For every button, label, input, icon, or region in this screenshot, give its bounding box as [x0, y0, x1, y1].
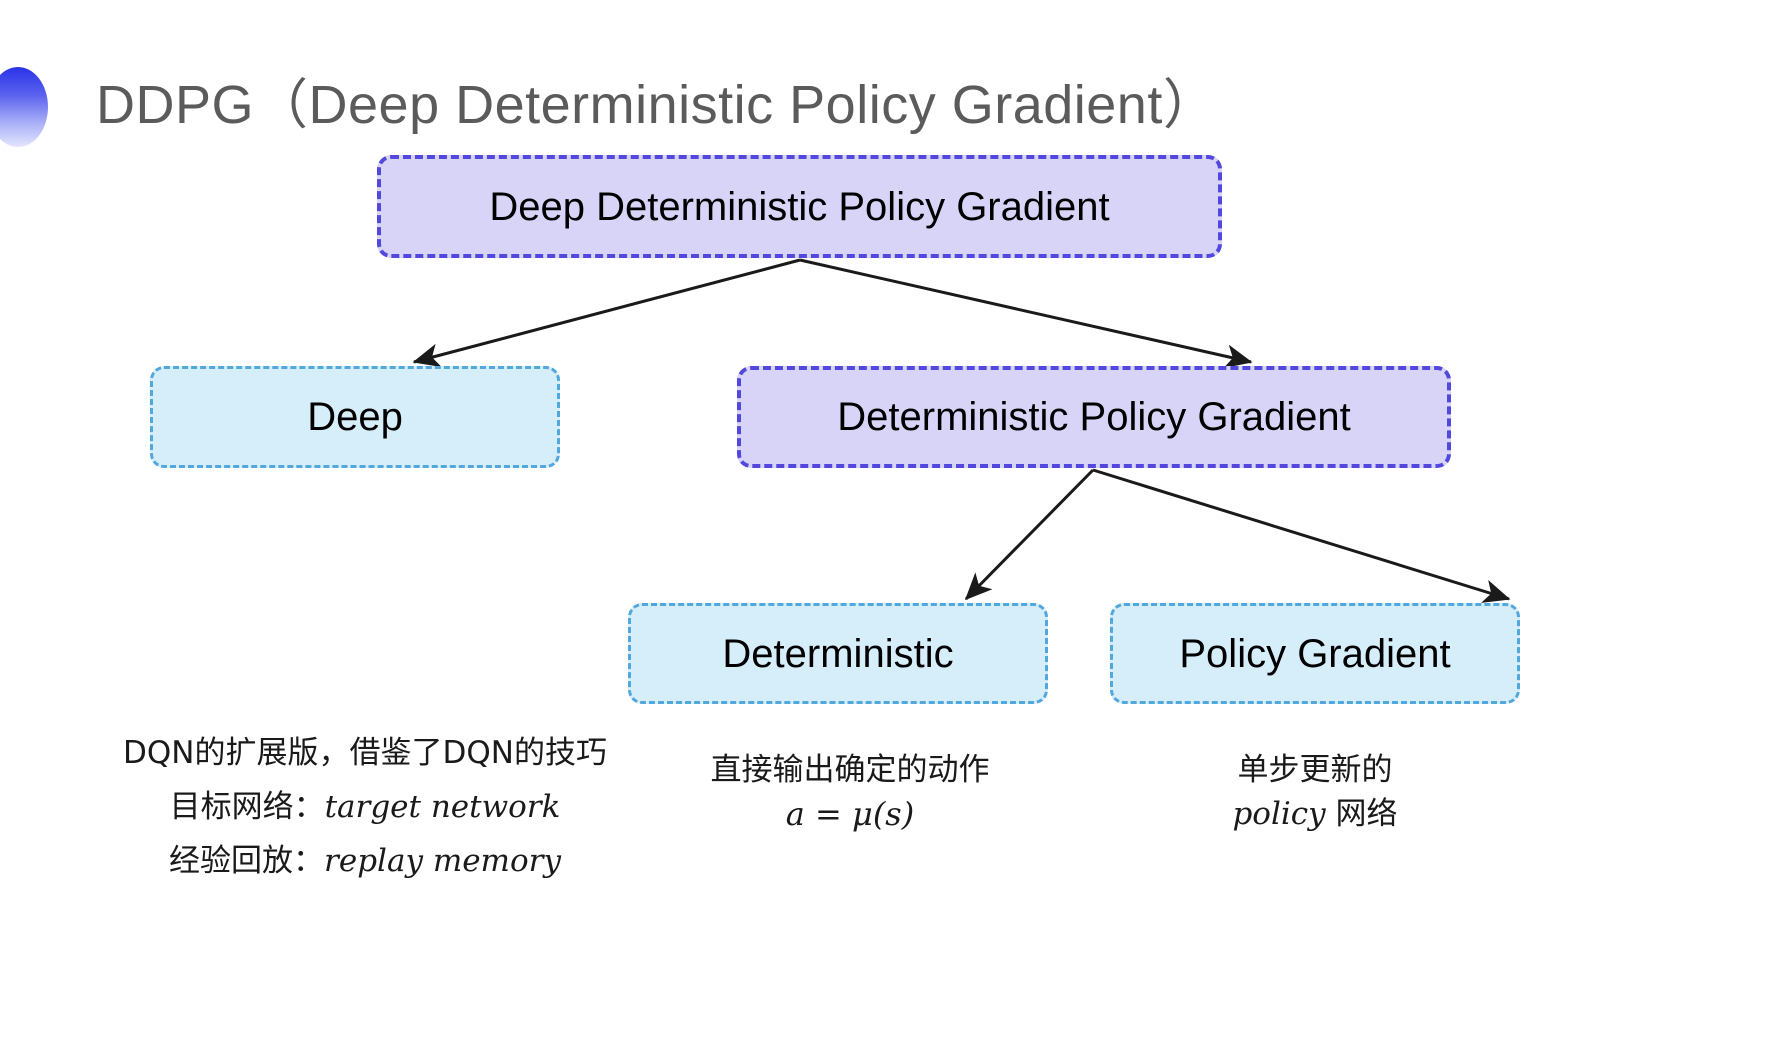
caption-policy-gradient-tail: 网络 — [1325, 796, 1398, 832]
node-deep-deterministic-policy-gradient[interactable]: Deep Deterministic Policy Gradient — [377, 155, 1222, 258]
caption-policy-gradient: 单步更新的 policy 网络 — [1170, 748, 1460, 836]
edge-root-to-deep — [412, 258, 801, 368]
edge-dpg-to-deterministic — [964, 468, 1095, 601]
node-deep[interactable]: Deep — [150, 366, 560, 468]
node-label: Deep Deterministic Policy Gradient — [489, 184, 1110, 229]
caption-deterministic-line1: 直接输出确定的动作 — [710, 752, 990, 788]
edge-dpg-to-policy-gradient — [1092, 468, 1511, 603]
circle-gradient-bullet-icon — [0, 67, 48, 147]
caption-deep-line3-label: 经验回放： — [169, 843, 325, 879]
node-label: Policy Gradient — [1179, 631, 1451, 676]
caption-policy-gradient-term: policy — [1232, 796, 1326, 832]
caption-deep-line2: 目标网络：target network — [100, 780, 630, 834]
node-deterministic[interactable]: Deterministic — [628, 603, 1048, 704]
caption-deep-line3: 经验回放：replay memory — [100, 834, 630, 888]
caption-deterministic: 直接输出确定的动作 a = μ(s) — [680, 748, 1020, 836]
caption-deep-line2-term: target network — [324, 789, 561, 825]
caption-deep: DQN的扩展版，借鉴了DQN的技巧 目标网络：target network 经验… — [100, 726, 630, 888]
page-title: DDPG（Deep Deterministic Policy Gradient） — [96, 75, 1218, 135]
node-label: Deterministic — [722, 631, 954, 676]
node-deterministic-policy-gradient[interactable]: Deterministic Policy Gradient — [737, 366, 1451, 468]
node-label: Deterministic Policy Gradient — [837, 395, 1351, 439]
edge-root-to-dpg — [799, 258, 1253, 369]
caption-policy-gradient-line1: 单步更新的 — [1237, 752, 1393, 788]
node-label: Deep — [307, 395, 403, 439]
caption-deterministic-formula: a = μ(s) — [785, 795, 915, 833]
caption-policy-gradient-line2: policy 网络 — [1170, 792, 1460, 836]
caption-deep-line1: DQN的扩展版，借鉴了DQN的技巧 — [123, 735, 607, 771]
node-policy-gradient[interactable]: Policy Gradient — [1110, 603, 1520, 704]
caption-deep-line2-label: 目标网络： — [169, 789, 325, 825]
caption-deep-line3-term: replay memory — [324, 843, 561, 879]
